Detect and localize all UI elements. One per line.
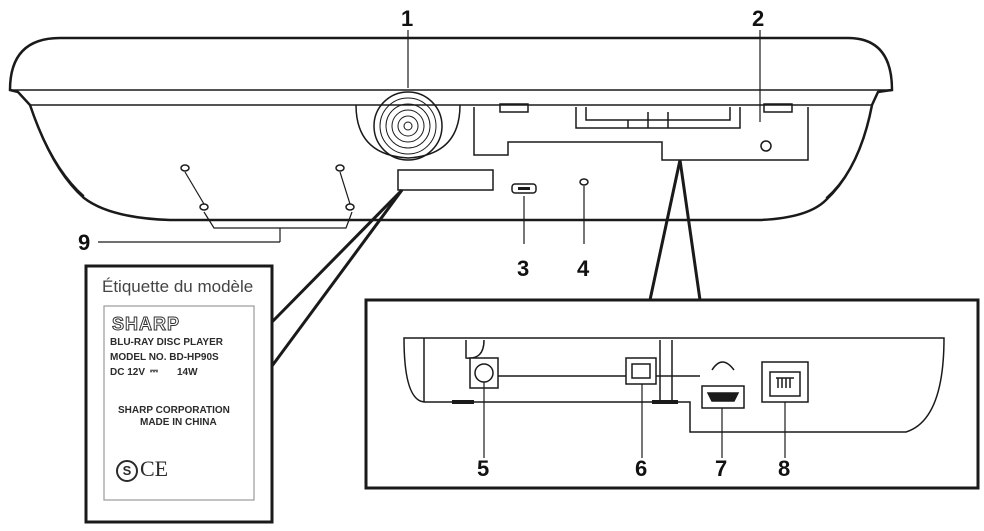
connector-inset [364, 298, 980, 490]
callout-8: 8 [778, 456, 791, 481]
optical-port [625, 340, 678, 404]
label-model: MODEL NO. BD-HP90S [110, 352, 219, 363]
label-corp: SHARP CORPORATION [118, 405, 230, 416]
label-power-symbol: ⎓ [150, 366, 158, 377]
inset-zoom-lines [648, 159, 702, 301]
callout-9: 9 [78, 230, 91, 255]
player-body [8, 36, 894, 222]
rear-panel-area [473, 103, 809, 161]
label-zoom-lines [270, 188, 404, 367]
callout-7: 7 [715, 456, 728, 481]
callout-6: 6 [635, 456, 648, 481]
model-label-plate [397, 169, 494, 191]
s-mark-icon: S [116, 460, 138, 482]
callout-5: 5 [477, 456, 490, 481]
label-brand: SHARP [112, 314, 180, 334]
callout-1: 1 [401, 6, 414, 31]
label-power-watts: 14W [177, 367, 198, 378]
inset-panel [403, 337, 945, 433]
inset-leader-lines [483, 382, 786, 458]
callout-2: 2 [752, 6, 765, 31]
label-origin: MADE IN CHINA [140, 417, 217, 428]
lan-port [761, 361, 809, 403]
callout-4: 4 [577, 256, 590, 281]
label-product: BLU-RAY DISC PLAYER [110, 337, 223, 348]
label-power-dc: DC 12V [110, 367, 146, 378]
hdmi-port [701, 361, 745, 409]
callout-3: 3 [517, 256, 530, 281]
leader-lines [98, 30, 761, 244]
fan-vent [355, 91, 461, 161]
model-label-title: Étiquette du modèle [102, 277, 254, 296]
ce-mark-icon: CE [140, 456, 169, 481]
